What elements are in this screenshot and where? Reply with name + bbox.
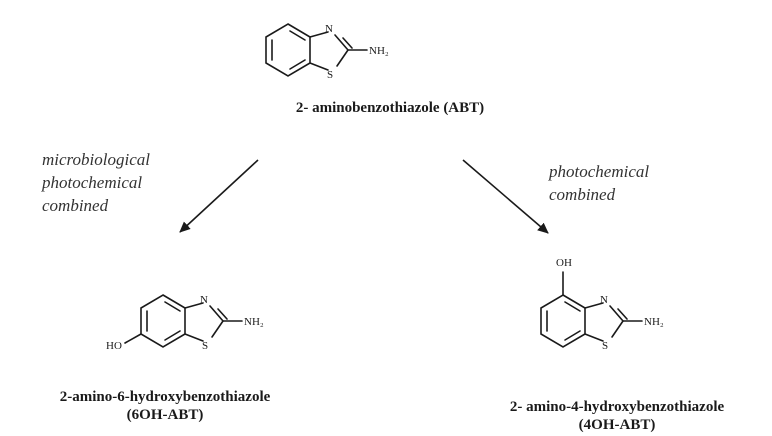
abt-nh2-group: NH₂ (369, 45, 389, 57)
4oh-s-atom: S (602, 340, 608, 352)
left-conditions: microbiological photochemical combined (42, 148, 150, 217)
4oh-abt-name: 2- amino-4-hydroxybenzothiazole (509, 399, 725, 415)
4oh-abt-abbr: (4OH-ABT) (578, 417, 656, 433)
abt-structure: N S NH₂ (265, 23, 389, 81)
4oh-nh2-group: NH₂ (644, 316, 664, 328)
abt-s-atom: S (327, 69, 333, 81)
6oh-s-atom: S (202, 340, 208, 352)
4oh-n-atom: N (600, 294, 608, 306)
condition-photochemical: photochemical (42, 173, 143, 192)
arrow-to-4oh (462, 159, 549, 234)
6oh-abt-name: 2-amino-6-hydroxybenzothiazole (59, 389, 271, 405)
6oh-abt-label: 2-amino-6-hydroxybenzothiazole (6OH-ABT) (0, 388, 330, 424)
4oh-abt-label: 2- amino-4-hydroxybenzothiazole (4OH-ABT… (462, 398, 772, 434)
right-conditions: photochemical combined (549, 160, 649, 206)
4oh-hydroxyl-group: OH (556, 257, 572, 269)
6oh-abt-abbr: (6OH-ABT) (126, 407, 204, 423)
6oh-hydroxyl-group: HO (106, 340, 122, 352)
arrow-to-6oh (179, 159, 259, 233)
abt-name: 2- aminobenzothiazole (ABT) (295, 100, 485, 116)
abt-n-atom: N (325, 23, 333, 35)
condition-photochemical: photochemical (549, 162, 650, 181)
condition-microbiological: microbiological (42, 150, 150, 169)
6oh-abt-structure: N S NH₂ HO (106, 294, 264, 352)
6oh-nh2-group: NH₂ (244, 316, 264, 328)
condition-combined: combined (549, 185, 616, 204)
6oh-n-atom: N (200, 294, 208, 306)
condition-combined: combined (42, 196, 109, 215)
4oh-abt-structure: N S NH₂ OH (540, 257, 664, 352)
